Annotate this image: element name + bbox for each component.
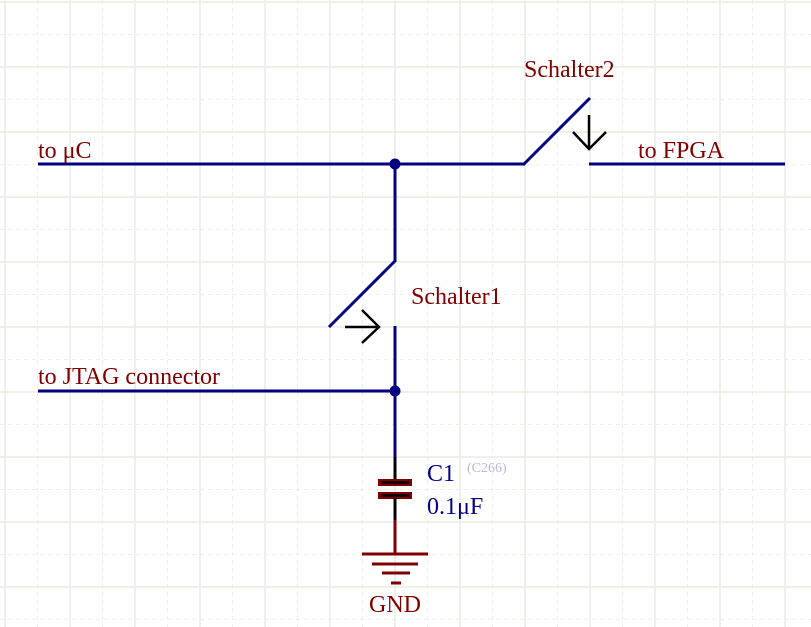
capacitor-designator: C1 xyxy=(427,461,455,487)
ground-icon xyxy=(362,520,428,585)
junction-dot xyxy=(389,158,401,170)
net-label-jtag: to JTAG connector xyxy=(38,364,220,390)
switch1-arrow-icon xyxy=(345,309,381,344)
switch2-designator: Schalter2 xyxy=(524,57,615,83)
net-label-fpga: to FPGA xyxy=(638,138,725,164)
capacitor-value: 0.1μF xyxy=(427,494,483,520)
switch1-contact[interactable] xyxy=(327,259,397,329)
switch2-arrow-icon xyxy=(572,115,607,151)
switch2-contact[interactable] xyxy=(521,96,592,167)
junction-dot xyxy=(389,385,401,397)
net-label-gnd: GND xyxy=(369,592,421,618)
net-label-uc: to μC xyxy=(38,138,92,164)
capacitor-comment: (C266) xyxy=(467,461,507,476)
capacitor-c1-symbol[interactable] xyxy=(378,457,412,521)
switch1-designator: Schalter1 xyxy=(411,284,502,310)
